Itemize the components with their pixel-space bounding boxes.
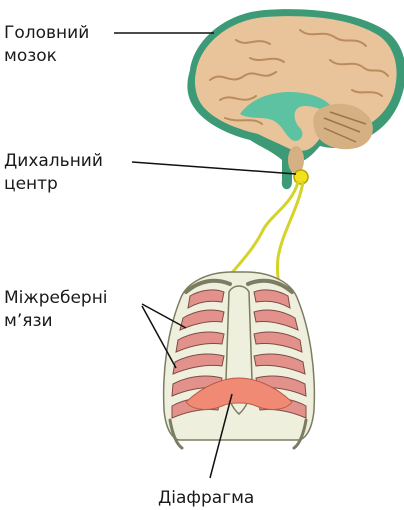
label-respiratory-center-line-1: Дихальний [4,150,103,173]
label-intercostal-muscles-line-2: м’язи [4,310,108,333]
label-intercostal-muscles: Міжреберні м’язи [4,287,108,333]
leader-line-respiratory-center [132,162,296,174]
label-diaphragm: Діафрагма [158,487,254,510]
label-brain: Головний мозок [4,22,89,68]
label-intercostal-muscles-line-1: Міжреберні [4,287,108,310]
respiratory-center-dot [294,170,308,184]
label-respiratory-center-line-2: центр [4,173,103,196]
rib-cage-illustration [164,272,315,448]
brain-illustration [187,9,404,189]
label-respiratory-center: Дихальний центр [4,150,103,196]
label-brain-line-1: Головний [4,22,89,45]
label-brain-line-2: мозок [4,45,89,68]
